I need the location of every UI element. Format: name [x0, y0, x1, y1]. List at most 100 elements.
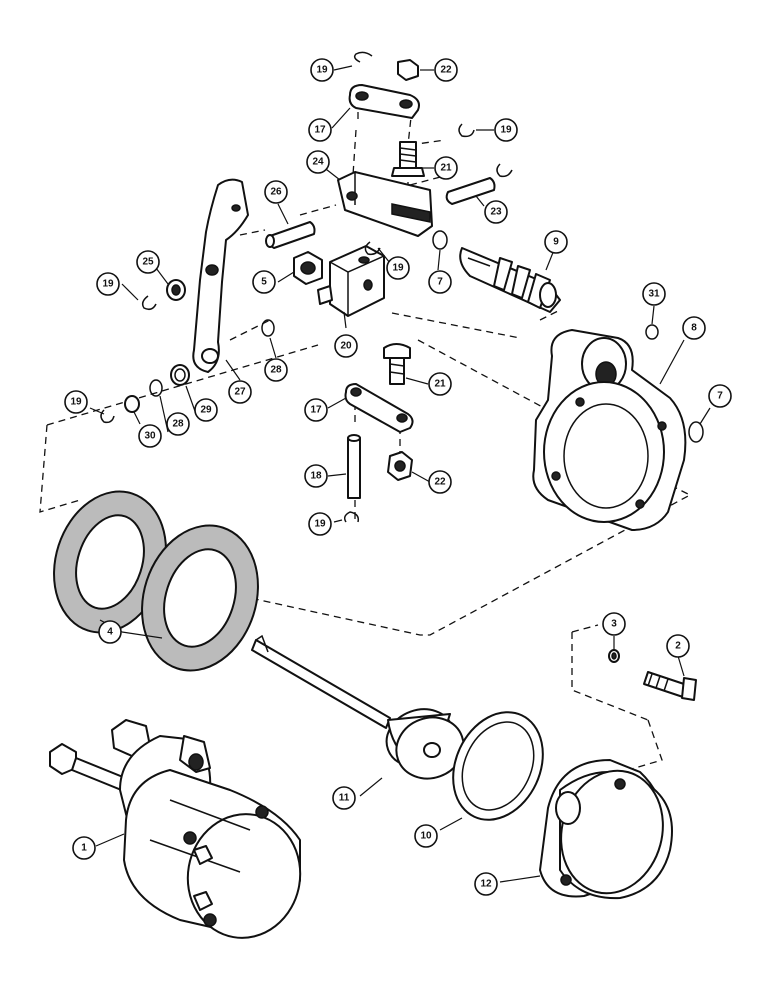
callout-4: 4 — [98, 620, 122, 644]
svg-text:22: 22 — [440, 65, 452, 76]
callout-22: 22 — [428, 470, 452, 494]
svg-text:10: 10 — [420, 831, 432, 842]
link-hole-icon — [355, 91, 369, 101]
lower-link-assembly — [343, 343, 414, 523]
svg-text:26: 26 — [270, 187, 282, 198]
svg-text:3: 3 — [611, 619, 617, 630]
washer-29 — [170, 364, 190, 386]
clip-19-upper — [353, 51, 373, 63]
callout-19: 19 — [494, 118, 518, 142]
svg-text:19: 19 — [102, 279, 114, 290]
callout-17: 17 — [308, 118, 332, 142]
pin-18 — [347, 437, 361, 499]
callout-22: 22 — [434, 58, 458, 82]
piston-shaft-11 — [251, 634, 465, 780]
callout-27: 27 — [228, 380, 252, 404]
svg-text:9: 9 — [553, 237, 559, 248]
svg-text:25: 25 — [142, 257, 154, 268]
yoke-block-24 — [337, 123, 513, 237]
svg-text:11: 11 — [339, 793, 350, 804]
svg-text:19: 19 — [392, 263, 404, 274]
link-hole-icon — [399, 99, 413, 109]
block-20 — [329, 245, 385, 317]
svg-text:12: 12 — [480, 879, 492, 890]
callout-11: 11 — [332, 786, 356, 810]
washer-30 — [124, 395, 140, 413]
seal-ring-10 — [452, 711, 544, 821]
callout-26: 26 — [264, 180, 288, 204]
pins — [265, 177, 496, 249]
callout-10: 10 — [414, 824, 438, 848]
callout-20: 20 — [334, 334, 358, 358]
callout-3: 3 — [602, 612, 626, 636]
svg-text:21: 21 — [440, 163, 452, 174]
svg-text:19: 19 — [314, 519, 326, 530]
callout-2: 2 — [666, 634, 690, 658]
svg-text:23: 23 — [490, 207, 502, 218]
svg-text:28: 28 — [172, 419, 184, 430]
callout-1: 1 — [72, 836, 96, 860]
callout-23: 23 — [484, 200, 508, 224]
callout-17: 17 — [304, 398, 328, 422]
bolt-2-and-washer-3 — [608, 649, 697, 701]
svg-text:17: 17 — [310, 405, 322, 416]
callout-31: 31 — [642, 282, 666, 306]
callout-30: 30 — [138, 424, 162, 448]
callout-19: 19 — [96, 272, 120, 296]
callout-12: 12 — [474, 872, 498, 896]
svg-text:7: 7 — [437, 277, 443, 288]
svg-text:18: 18 — [310, 471, 322, 482]
pin-23 — [445, 177, 496, 205]
callout-21: 21 — [434, 156, 458, 180]
svg-text:1: 1 — [81, 843, 87, 854]
ring-28-upper — [261, 319, 275, 337]
svg-text:2: 2 — [675, 641, 681, 652]
svg-text:4: 4 — [107, 627, 113, 638]
svg-text:19: 19 — [316, 65, 328, 76]
svg-text:17: 17 — [314, 125, 326, 136]
svg-text:31: 31 — [648, 289, 660, 300]
callout-28: 28 — [166, 412, 190, 436]
svg-text:19: 19 — [500, 125, 512, 136]
callout-8: 8 — [682, 316, 706, 340]
svg-text:30: 30 — [144, 431, 156, 442]
clip-19-right — [458, 123, 475, 138]
upper-link-assembly — [348, 51, 420, 119]
svg-text:29: 29 — [200, 405, 212, 416]
callout-24: 24 — [306, 150, 330, 174]
svg-text:8: 8 — [691, 323, 697, 334]
svg-text:5: 5 — [261, 277, 267, 288]
callout-21: 21 — [428, 372, 452, 396]
callout-7: 7 — [428, 270, 452, 294]
clip-19-left — [141, 295, 157, 311]
svg-text:20: 20 — [340, 341, 352, 352]
clip-19-bottom — [343, 511, 360, 523]
callout-19: 19 — [386, 256, 410, 280]
left-washers — [141, 279, 186, 311]
callouts: 19 22 17 19 24 21 26 23 9 25 19 5 7 19 3… — [64, 58, 732, 896]
ring-7-right — [688, 421, 704, 443]
callout-19: 19 — [308, 512, 332, 536]
lever-27 — [192, 178, 249, 373]
callout-25: 25 — [136, 250, 160, 274]
callout-29: 29 — [194, 398, 218, 422]
pin-26 — [267, 221, 316, 249]
callout-9: 9 — [544, 230, 568, 254]
oring-31 — [645, 324, 659, 340]
callout-18: 18 — [304, 464, 328, 488]
callout-19: 19 — [310, 58, 334, 82]
callout-28: 28 — [264, 358, 288, 382]
block-assembly — [293, 241, 385, 317]
callout-7: 7 — [708, 384, 732, 408]
rings — [100, 230, 704, 443]
svg-text:24: 24 — [312, 157, 324, 168]
valve-housing-8 — [532, 329, 687, 531]
clip-19-lower-left — [100, 409, 115, 424]
svg-text:28: 28 — [270, 365, 282, 376]
clip-19-mid — [364, 241, 381, 256]
svg-text:22: 22 — [434, 477, 446, 488]
gaskets-4 — [53, 490, 259, 672]
svg-text:7: 7 — [717, 391, 723, 402]
